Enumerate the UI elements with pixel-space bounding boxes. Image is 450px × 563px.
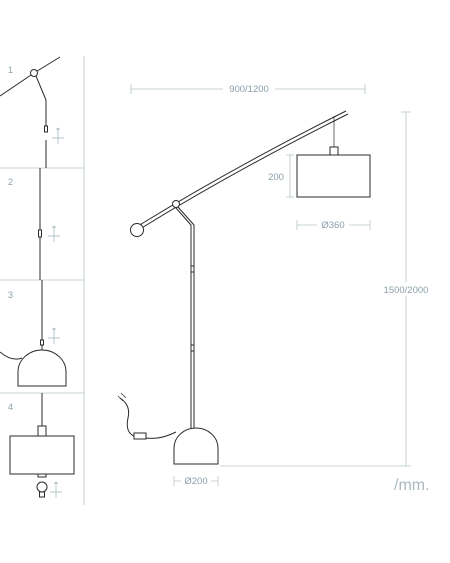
step-1-illustration xyxy=(0,56,64,168)
step-4-illustration xyxy=(9,393,75,498)
arm-width-label: 900/1200 xyxy=(229,84,269,95)
lamp-shade xyxy=(296,154,371,198)
step-number-3: 3 xyxy=(8,290,13,300)
stem xyxy=(177,206,195,430)
power-cord xyxy=(145,431,177,439)
unit-label: /mm. xyxy=(394,477,430,494)
plug-icon xyxy=(117,392,127,402)
lamp-holder xyxy=(329,146,339,156)
arc-arm-edge xyxy=(139,113,349,230)
stem-edge xyxy=(175,207,192,430)
shade-diameter-label: Ø360 xyxy=(321,220,344,231)
shade-height-label: 200 xyxy=(268,172,284,183)
step-3-illustration xyxy=(0,280,67,387)
base-diameter-label: Ø200 xyxy=(184,476,207,487)
assembly-steps-panel: 1 2 3 4 xyxy=(0,56,85,505)
stem-joint-lower xyxy=(190,344,195,352)
base-dome xyxy=(173,427,219,465)
counterweight xyxy=(130,223,144,237)
lamp-elevation xyxy=(117,110,371,465)
rotate-arrow-icon xyxy=(48,327,60,344)
power-cord-plug-end xyxy=(119,397,135,437)
step-number-4: 4 xyxy=(8,402,13,412)
pivot-joint xyxy=(172,200,180,208)
bulb-icon xyxy=(36,481,48,498)
rotate-arrow-icon xyxy=(48,225,60,242)
dimension-lines: 900/1200 1500/2000 200 Ø360 Ø200 xyxy=(130,81,432,488)
arc-arm xyxy=(137,110,347,227)
stem-joint-upper xyxy=(190,265,195,273)
step-number-1: 1 xyxy=(8,65,13,75)
rotate-arrow-icon xyxy=(52,127,64,144)
rotate-arrow-icon xyxy=(50,481,62,498)
cord-switch xyxy=(133,432,147,440)
step-number-2: 2 xyxy=(8,177,13,187)
total-height-label: 1500/2000 xyxy=(384,285,429,296)
step-2-illustration xyxy=(38,168,60,280)
